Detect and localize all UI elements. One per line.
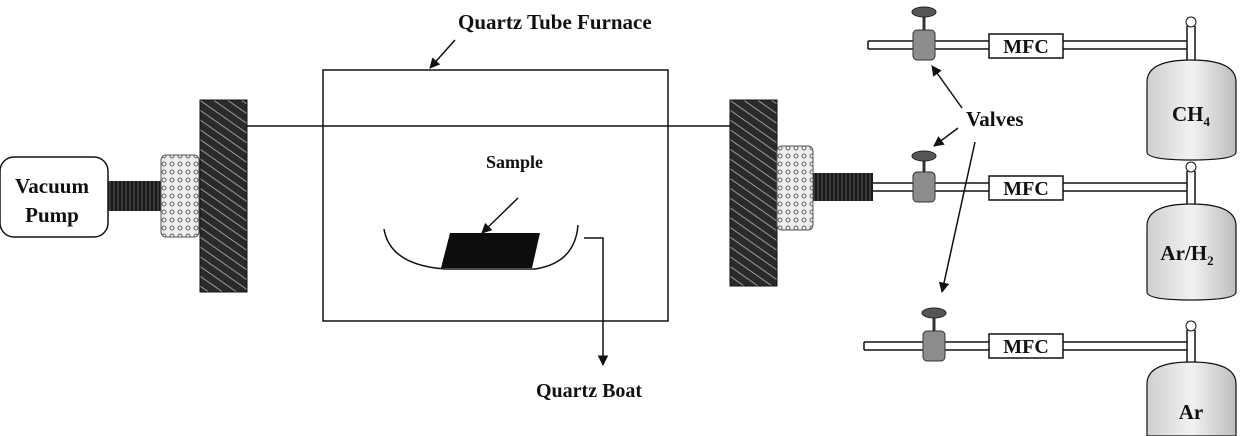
mfc-3-label: MFC — [1003, 336, 1049, 358]
boat-label: Quartz Boat — [536, 380, 642, 402]
vacuum-pump-label-line1: Vacuum — [15, 174, 89, 198]
sample-label: Sample — [486, 152, 543, 172]
mfc-2-label: MFC — [1003, 178, 1049, 200]
gas-ch4-subscript: 4 — [1204, 114, 1211, 129]
tank-risers — [1185, 16, 1197, 364]
gas-ar-label: Ar — [1179, 400, 1204, 424]
gas-ch4-label: CH — [1172, 102, 1204, 126]
vacuum-pump-label-line2: Pump — [25, 203, 79, 227]
furnace-outline — [322, 69, 669, 322]
quartz-boat — [383, 224, 579, 270]
gas-arh2-label: Ar/H — [1160, 241, 1207, 265]
gas-arh2-subscript: 2 — [1207, 253, 1214, 268]
sample — [441, 233, 540, 268]
gas-tank-ch4: CH4 — [1146, 59, 1237, 161]
sample-arrow — [481, 197, 519, 234]
left-flange — [199, 99, 248, 293]
mfc-2: MFC — [988, 175, 1064, 201]
valves-arrow-3 — [938, 141, 976, 294]
valve-3 — [921, 307, 947, 362]
left-vacuum-hose — [108, 181, 164, 211]
valve-2 — [911, 150, 937, 203]
mfc-3: MFC — [988, 333, 1064, 359]
mfc-1-label: MFC — [1003, 36, 1049, 58]
furnace-arrow — [429, 39, 456, 69]
right-connector — [776, 145, 814, 231]
valve-1 — [911, 6, 937, 61]
valves-label: Valves — [966, 107, 1024, 131]
gas-tank-ar: Ar — [1146, 361, 1237, 436]
furnace-label: Quartz Tube Furnace — [458, 10, 652, 34]
svg-text:CH4: CH4 — [1172, 102, 1211, 129]
boat-arrow — [584, 237, 609, 367]
valves-arrow-2 — [933, 127, 959, 147]
gas-tank-arh2: Ar/H2 — [1146, 203, 1237, 301]
right-gas-hose — [813, 173, 873, 201]
right-flange — [729, 99, 778, 287]
vacuum-pump: Vacuum Pump — [0, 156, 109, 238]
svg-text:Ar/H2: Ar/H2 — [1160, 241, 1213, 268]
left-connector — [160, 154, 200, 238]
mfc-1: MFC — [988, 33, 1064, 59]
valves-arrow-1 — [931, 65, 963, 109]
